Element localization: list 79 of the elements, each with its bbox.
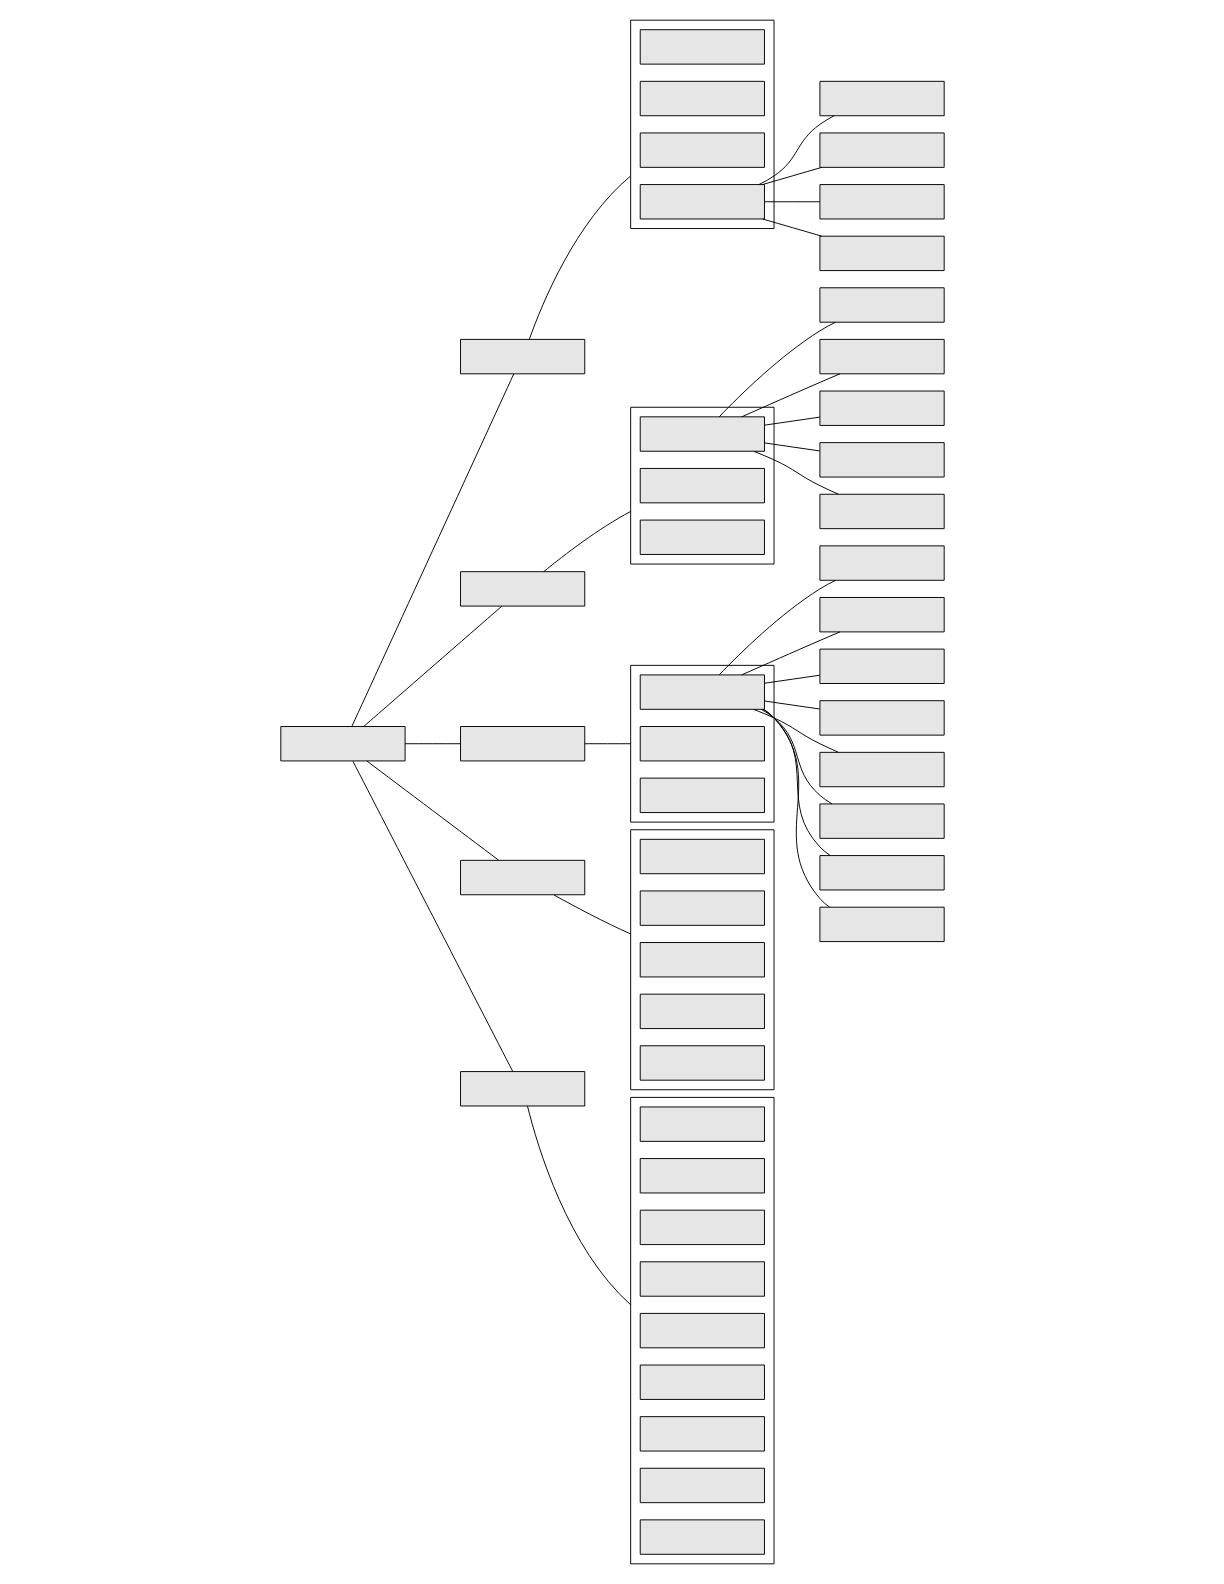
node-box [639,1519,765,1555]
node-box [818,287,945,323]
cluster [629,829,774,1091]
node-box [639,1158,765,1194]
node-box [818,545,945,581]
node-box [818,648,945,684]
node-box [639,29,765,65]
connector [763,416,820,426]
connector [362,605,502,727]
cluster [629,1096,774,1565]
node-box [639,1364,765,1400]
node-box [818,442,945,478]
connector [740,373,840,418]
connector [760,709,832,805]
node-box [639,132,765,168]
node-box [639,1416,765,1452]
node-box [639,993,765,1030]
node-box [818,390,945,426]
node-box [639,1209,765,1246]
node-box [639,80,765,117]
node-box [639,942,765,978]
connector [763,442,820,452]
node-box [279,726,406,762]
connector [718,321,836,418]
cluster [629,406,774,565]
connector [763,674,820,684]
node-box [639,416,765,452]
node-box [639,467,765,504]
node-box [639,1261,765,1297]
node-box [818,906,945,943]
connector [528,175,631,340]
node-box [818,751,945,788]
connector [761,166,822,185]
connector [553,894,631,935]
node-box [818,855,945,891]
connector [763,709,830,908]
connector [542,510,631,573]
node-box [639,726,765,762]
node-box [639,1467,765,1504]
node-box [818,493,945,530]
node-box [639,1045,765,1081]
node-box [639,1312,765,1349]
connector [752,450,839,495]
node-box [459,726,585,762]
node-box [459,571,585,607]
node-box [459,1071,585,1107]
node-box [818,184,945,220]
node-box [818,803,945,839]
connector [761,218,822,237]
node-box [639,519,765,555]
node-box [818,132,945,168]
node-box [818,235,945,272]
connector [762,708,831,856]
node-box [639,890,765,926]
cluster [629,19,774,229]
node-box [818,80,945,117]
connector [752,708,839,753]
connector [526,1105,631,1306]
connector [763,700,820,710]
node-box [639,674,765,710]
connector [583,743,631,745]
node-box [818,338,945,375]
connector [404,743,461,745]
connector [352,760,513,1072]
connector [740,631,840,676]
node-box [639,777,765,814]
connector [365,760,499,861]
node-box [459,859,585,896]
node-box [459,338,585,375]
connector [763,201,820,203]
connector [758,115,835,185]
node-box [639,1106,765,1142]
node-box [818,597,945,633]
cluster [629,664,774,823]
connector [718,579,836,676]
connector [350,373,514,727]
node-box [639,838,765,875]
node-box [818,700,945,736]
node-box [639,184,765,220]
